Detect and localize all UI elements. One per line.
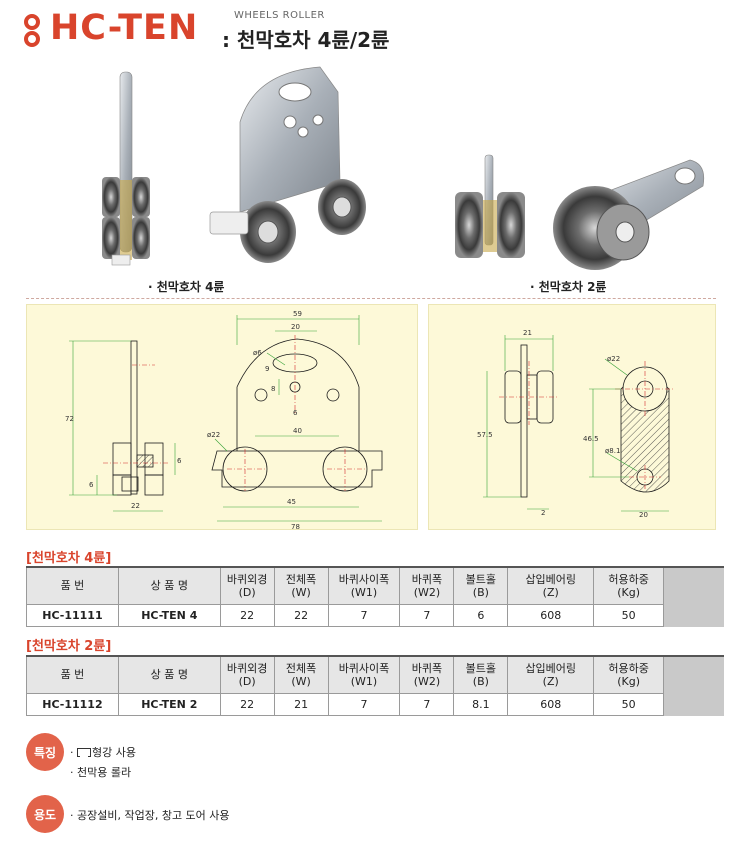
usage-item: · 공장설비, 작업장, 창고 도어 사용 [70,809,230,822]
col-header: 바퀴폭(W2) [399,566,455,605]
usage-badge: 용도 [26,795,64,833]
subtitle-en: WHEELS ROLLER [234,10,325,21]
col-header: 볼트홀(B) [453,655,509,694]
col-header: 삽입베어링(Z) [507,566,595,605]
dim-label: ø6 [253,349,262,357]
col-header: 상 품 명 [117,655,221,694]
col-header: 전체폭(W) [273,655,329,694]
col-header: 품 번 [26,566,119,605]
col-header: 허용하중(Kg) [593,566,665,605]
section-divider [26,298,716,299]
caption-4-wheel: · 천막호차 4륜 [148,280,225,294]
table-row: HC-11111 HC-TEN 4 22 22 7 7 6 608 50 [26,603,724,627]
dim-label: 40 [293,427,302,435]
spec-table-4: 품 번 상 품 명 바퀴외경(D) 전체폭(W) 바퀴사이폭(W1) 바퀴폭(W… [26,566,724,627]
col-header: 바퀴사이폭(W1) [327,566,401,605]
spec-table-2: 품 번 상 품 명 바퀴외경(D) 전체폭(W) 바퀴사이폭(W1) 바퀴폭(W… [26,655,724,716]
table-row: HC-11112 HC-TEN 2 22 21 7 7 8.1 608 50 [26,692,724,716]
features-badge: 특징 [26,733,64,771]
col-header: 상 품 명 [117,566,221,605]
table-2-title: [천막호차 2륜] [26,639,112,654]
photo-2-wheel-roller [455,154,705,270]
dim-label: 6 [177,457,182,465]
logo-rings-icon [22,14,42,48]
technical-drawing-4-wheel: 59 20 ø6 9 8 6 40 72 ø22 6 6 22 45 78 [26,304,418,531]
col-header: 바퀴외경(D) [219,655,275,694]
dim-label: 72 [65,415,74,423]
photo-4-wheel-roller [102,66,366,266]
dim-label: 78 [291,523,300,531]
dim-label: 2 [541,509,545,517]
caption-2-wheel: · 천막호차 2륜 [530,280,607,294]
feature-item: · 천막용 롤라 [70,766,132,779]
technical-drawing-2-wheel: 21 ø22 57.5 46.5 ø8.1 2 20 [428,304,716,530]
dim-label: 6 [89,481,94,489]
dim-label: 45 [287,498,296,506]
dim-label: 22 [131,502,140,510]
dim-label: 6 [293,409,298,417]
subtitle-ko: : 천막호차 4륜/2륜 [222,28,390,52]
dim-label: 9 [265,365,269,373]
col-header: 볼트홀(B) [453,566,509,605]
col-header: 전체폭(W) [273,566,329,605]
brand-title: HC-TEN [50,8,199,48]
dim-label: 20 [639,511,648,519]
dim-label: ø8.1 [605,447,620,455]
dim-label: 59 [293,310,302,318]
table-header-row: 품 번 상 품 명 바퀴외경(D) 전체폭(W) 바퀴사이폭(W1) 바퀴폭(W… [26,655,724,694]
table-4-title: [천막호차 4륜] [26,551,112,566]
dim-label: 46.5 [583,435,599,443]
dim-label: 21 [523,329,532,337]
dim-label: ø22 [207,431,220,439]
col-header: 바퀴외경(D) [219,566,275,605]
table-header-row: 품 번 상 품 명 바퀴외경(D) 전체폭(W) 바퀴사이폭(W1) 바퀴폭(W… [26,566,724,605]
dim-label: 8 [271,385,275,393]
col-header: 허용하중(Kg) [593,655,665,694]
dim-label: 57.5 [477,431,493,439]
col-header: 품 번 [26,655,119,694]
feature-item: · 형강 사용 [70,746,136,759]
col-header: 바퀴폭(W2) [399,655,455,694]
col-header: 삽입베어링(Z) [507,655,595,694]
page-header: HC-TEN WHEELS ROLLER : 천막호차 4륜/2륜 [22,6,722,52]
dim-label: ø22 [607,355,620,363]
c-channel-icon [77,748,91,757]
col-header: 바퀴사이폭(W1) [327,655,401,694]
dim-label: 20 [291,323,300,331]
